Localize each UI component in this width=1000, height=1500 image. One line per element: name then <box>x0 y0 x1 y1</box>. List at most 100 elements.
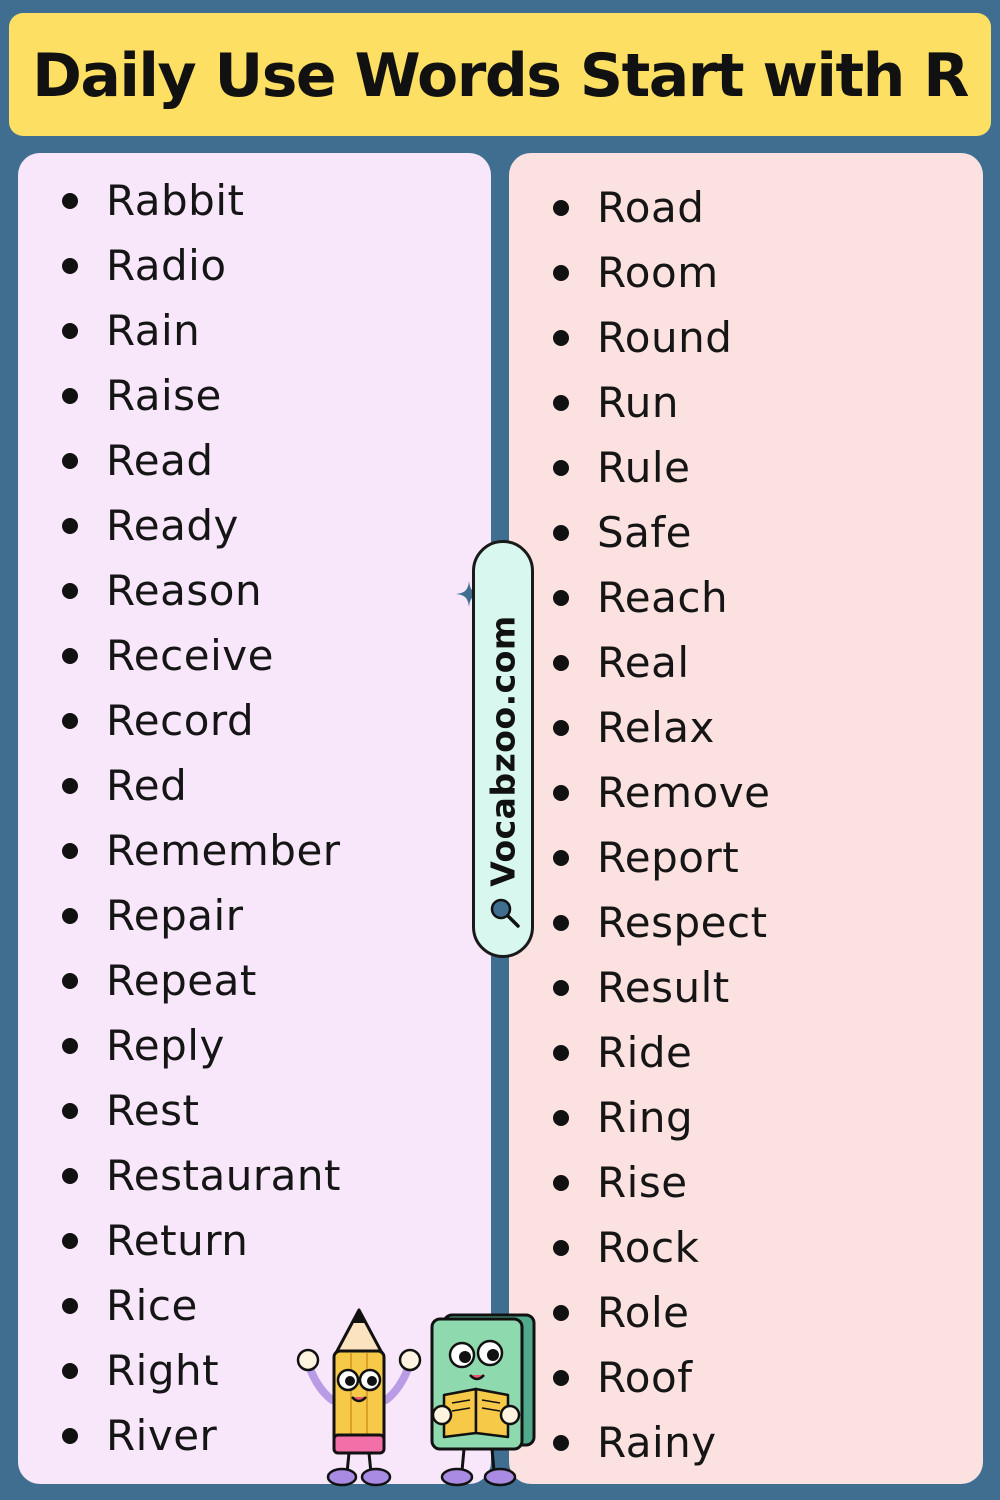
word-label: Report <box>597 833 740 882</box>
word-label: Real <box>597 638 690 687</box>
word-label: Round <box>597 313 733 362</box>
word-label: Rice <box>106 1281 198 1330</box>
list-item: Ride <box>553 1020 770 1085</box>
bullet <box>62 972 78 989</box>
list-item: Rainy <box>553 1410 770 1475</box>
word-label: Road <box>597 183 705 232</box>
list-item: Record <box>62 688 341 753</box>
word-label: Reply <box>106 1021 225 1070</box>
bullet <box>62 1102 78 1119</box>
word-label: River <box>106 1411 218 1460</box>
bullet <box>62 257 78 274</box>
word-label: Red <box>106 761 188 810</box>
bullet <box>553 1304 569 1321</box>
book-mascot-illustration <box>430 1313 536 1487</box>
right-word-list: Road Room Round Run Rule Safe Reach Real… <box>553 175 770 1475</box>
word-label: Relax <box>597 703 715 752</box>
bullet <box>62 192 78 209</box>
list-item: Read <box>62 428 341 493</box>
bullet <box>62 1232 78 1249</box>
word-label: Rise <box>597 1158 688 1207</box>
list-item: Rabbit <box>62 168 341 233</box>
bullet <box>553 1369 569 1386</box>
left-word-panel: Rabbit Radio Rain Raise Read Ready Reaso… <box>18 153 491 1484</box>
list-item: Ready <box>62 493 341 558</box>
word-label: Right <box>106 1346 220 1395</box>
bullet <box>62 712 78 729</box>
list-item: Restaurant <box>62 1143 341 1208</box>
bullet <box>62 1297 78 1314</box>
list-item: Real <box>553 630 770 695</box>
word-label: Remove <box>597 768 771 817</box>
watermark-pill: Vocabzoo.com <box>472 540 534 958</box>
list-item: Round <box>553 305 770 370</box>
bullet <box>553 589 569 606</box>
word-label: Run <box>597 378 680 427</box>
list-item: Run <box>553 370 770 435</box>
bullet <box>553 1174 569 1191</box>
list-item: Roof <box>553 1345 770 1410</box>
list-item: Rain <box>62 298 341 363</box>
bullet <box>553 524 569 541</box>
list-item: Reach <box>553 565 770 630</box>
list-item: Result <box>553 955 770 1020</box>
list-item: Room <box>553 240 770 305</box>
list-item: Repeat <box>62 948 341 1013</box>
word-label: Room <box>597 248 719 297</box>
list-item: Respect <box>553 890 770 955</box>
watermark-text: Vocabzoo.com <box>483 615 523 887</box>
bullet <box>62 907 78 924</box>
word-label: Receive <box>106 631 274 680</box>
word-label: Ring <box>597 1093 694 1142</box>
word-label: Record <box>106 696 255 745</box>
bullet <box>62 452 78 469</box>
list-item: Rule <box>553 435 770 500</box>
right-word-panel: Road Room Round Run Rule Safe Reach Real… <box>509 153 983 1484</box>
word-label: Rule <box>597 443 691 492</box>
bullet <box>553 264 569 281</box>
word-label: Rain <box>106 306 201 355</box>
list-item: Rice <box>62 1273 341 1338</box>
word-label: Reach <box>597 573 729 622</box>
list-item: Rest <box>62 1078 341 1143</box>
title-banner: Daily Use Words Start with R <box>9 13 991 136</box>
word-label: Read <box>106 436 214 485</box>
word-label: Rainy <box>597 1418 717 1467</box>
page-title: Daily Use Words Start with R <box>32 40 969 111</box>
bullet <box>62 1037 78 1054</box>
list-item: Remove <box>553 760 770 825</box>
bullet <box>553 329 569 346</box>
list-item: Radio <box>62 233 341 298</box>
word-label: Safe <box>597 508 693 557</box>
list-item: Safe <box>553 500 770 565</box>
list-item: Reply <box>62 1013 341 1078</box>
bullet <box>553 719 569 736</box>
list-item: Raise <box>62 363 341 428</box>
word-label: Remember <box>106 826 341 875</box>
search-icon <box>490 898 520 928</box>
bullet <box>553 199 569 216</box>
word-label: Repeat <box>106 956 257 1005</box>
list-item: Relax <box>553 695 770 760</box>
list-item: Role <box>553 1280 770 1345</box>
list-item: Receive <box>62 623 341 688</box>
word-label: Rabbit <box>106 176 245 225</box>
bullet <box>62 582 78 599</box>
bullet <box>553 1109 569 1126</box>
bullet <box>553 914 569 931</box>
bullet <box>553 394 569 411</box>
word-label: Repair <box>106 891 244 940</box>
word-label: Ready <box>106 501 239 550</box>
word-label: Role <box>597 1288 690 1337</box>
pencil-mascot-illustration <box>296 1308 422 1487</box>
bullet <box>62 322 78 339</box>
list-item: Red <box>62 753 341 818</box>
left-word-list: Rabbit Radio Rain Raise Read Ready Reaso… <box>62 168 341 1468</box>
bullet <box>62 842 78 859</box>
list-item: Road <box>553 175 770 240</box>
bullet <box>553 1239 569 1256</box>
word-label: Ride <box>597 1028 693 1077</box>
bullet <box>62 1427 78 1444</box>
bullet <box>62 1362 78 1379</box>
list-item: Rise <box>553 1150 770 1215</box>
